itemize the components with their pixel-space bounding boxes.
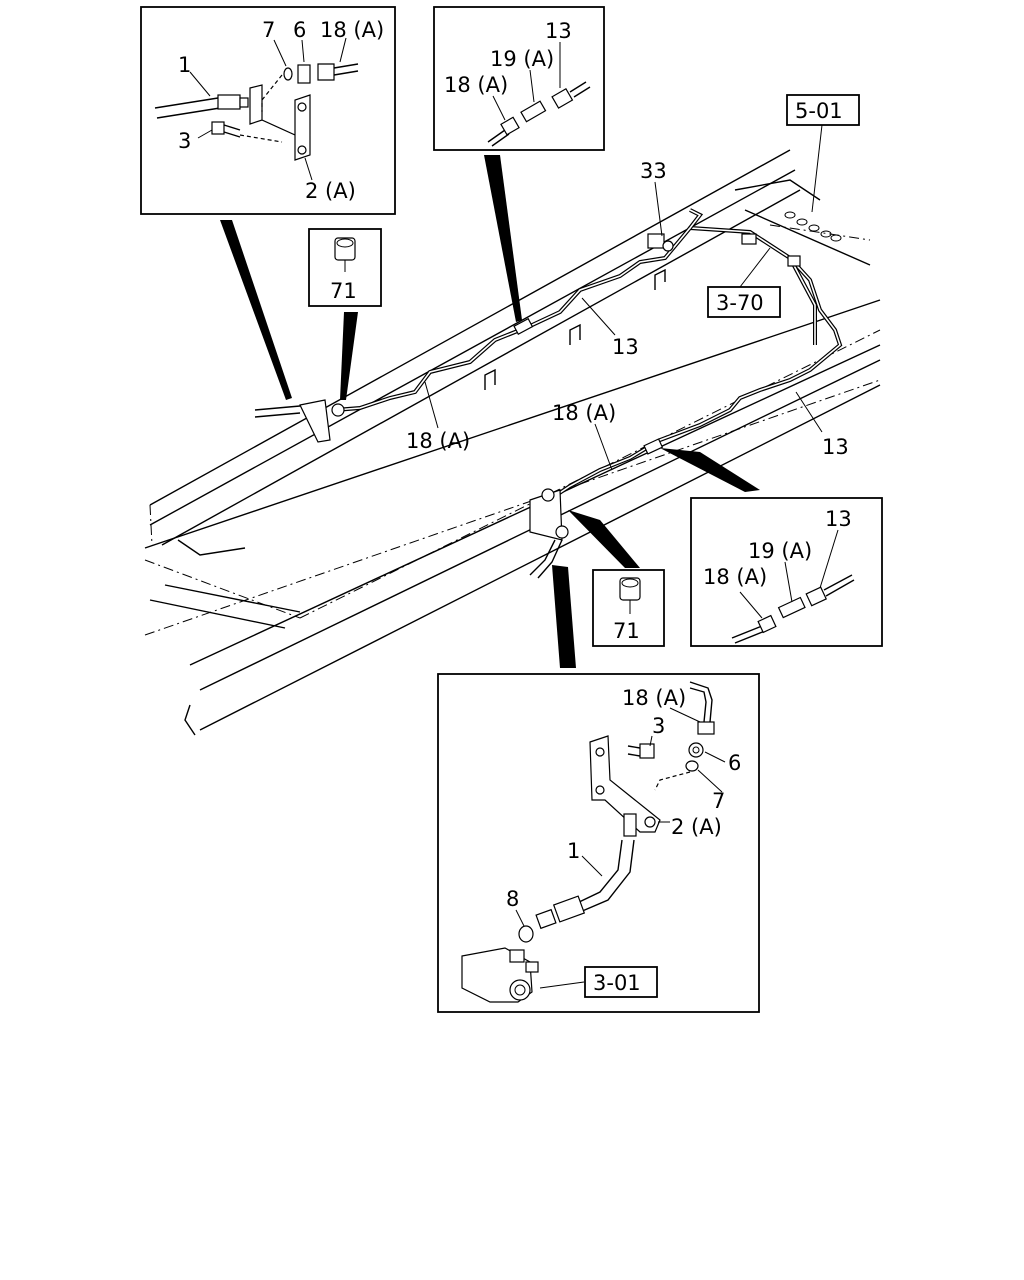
callout-13: 13 [545,19,572,43]
label-13-upper: 13 [612,335,639,359]
ref-3-70: 3-70 [716,291,764,315]
callout-71-lower: 71 [613,619,640,643]
detail-box-grommet-upper: 71 [308,228,382,307]
callout-7: 7 [262,18,275,42]
label-13-right: 13 [822,435,849,459]
callout-6: 6 [293,18,306,42]
detail-box-right-mid: 13 19 (A) 18 (A) [690,497,883,647]
callout-19a: 19 (A) [490,47,554,71]
callout-18a: 18 (A) [622,686,686,710]
callout-1: 1 [567,839,580,863]
callout-7: 7 [712,789,725,813]
callout-8: 8 [506,887,519,911]
label-18a-mid: 18 (A) [552,401,616,425]
callout-18a: 18 (A) [703,565,767,589]
frame-rails [144,149,881,736]
detail-box-top-left: 7 6 18 (A) 1 3 2 (A) [140,6,396,215]
ref-5-01: 5-01 [795,99,843,123]
callout-71-upper: 71 [330,279,357,303]
detail-box-top-center: 13 19 (A) 18 (A) [433,6,605,151]
brake-pipes [254,208,843,579]
callout-1: 1 [178,53,191,77]
callout-6: 6 [728,751,741,775]
label-33: 33 [640,159,667,183]
callout-3: 3 [652,714,665,738]
callout-2a: 2 (A) [671,815,722,839]
callout-2a: 2 (A) [305,179,356,203]
ref-3-01: 3-01 [593,971,641,995]
callout-19a: 19 (A) [748,539,812,563]
callout-18a: 18 (A) [444,73,508,97]
leader-wedges [220,155,760,668]
detail-box-grommet-lower: 71 [592,569,665,647]
detail-box-bottom: 18 (A) 3 6 7 2 (A) 1 8 3-01 [437,673,760,1013]
label-18a-left: 18 (A) [406,429,470,453]
callout-13: 13 [825,507,852,531]
callout-3: 3 [178,129,191,153]
callout-18a: 18 (A) [320,18,384,42]
main-labels: 33 13 18 (A) 18 (A) 13 5-01 3-70 [406,94,860,471]
